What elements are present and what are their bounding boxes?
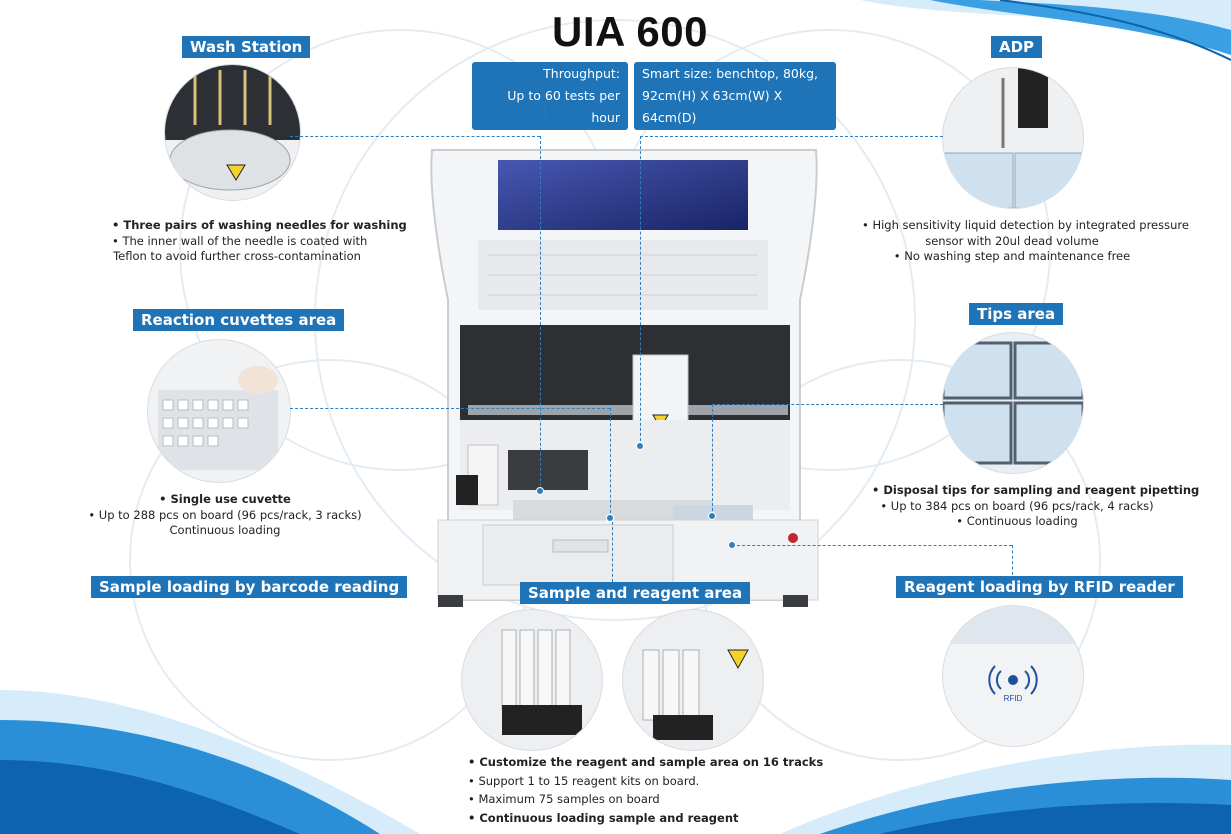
sample-reagent-tag: Sample and reagent area	[520, 582, 751, 604]
throughput-box: Throughput: Up to 60 tests per hour	[472, 62, 628, 130]
tips-area-notes: • Disposal tips for sampling and reagent…	[872, 483, 1200, 530]
cuvette-note-3: Continuous loading	[169, 523, 281, 537]
tips-area-photo	[943, 333, 1083, 473]
sample-note-4: • Continuous loading sample and reagent	[468, 810, 739, 825]
wash-note-2: • The inner wall of the needle is coated…	[112, 233, 368, 248]
reaction-cuvettes-notes: • Single use cuvette • Up to 288 pcs on …	[80, 492, 370, 539]
adp-photo	[943, 68, 1083, 208]
sample-reagent-photo-left	[462, 610, 602, 750]
size-connector-dot	[636, 442, 644, 450]
size-connector-down	[640, 136, 641, 446]
page-title: UIA 600	[551, 8, 709, 55]
reagent-rfid-tag: Reagent loading by RFID reader	[896, 576, 1183, 598]
rfid-label: RFID	[1003, 694, 1023, 703]
throughput-line2: Up to 60 tests per hour	[507, 88, 620, 125]
size-line1: Smart size: benchtop, 80kg,	[642, 66, 819, 81]
wash-connector-dot	[536, 487, 544, 495]
sample-reagent-connector	[612, 522, 613, 582]
reaction-cuvettes-photo	[148, 340, 290, 482]
tips-area-tag: Tips area	[969, 303, 1064, 325]
wash-station-photo	[165, 65, 300, 200]
throughput-line1: Throughput:	[543, 66, 620, 81]
rfid-connector	[732, 545, 1012, 546]
cuvette-note-2: • Up to 288 pcs on board (96 pcs/rack, 3…	[88, 507, 362, 522]
reagent-rfid-photo: RFID	[943, 606, 1083, 746]
cuvette-connector-dot	[606, 514, 614, 522]
wash-connector-down	[540, 136, 541, 491]
wash-station-notes: • Three pairs of washing needles for was…	[112, 218, 407, 265]
wash-connector	[290, 136, 540, 137]
size-box: Smart size: benchtop, 80kg, 92cm(H) X 63…	[634, 62, 836, 130]
sample-reagent-notes: • Customize the reagent and sample area …	[468, 755, 824, 826]
cuvette-note-1: • Single use cuvette	[159, 492, 291, 506]
wash-note-3: Teflon to avoid further cross-contaminat…	[113, 249, 361, 263]
wash-note-1: • Three pairs of washing needles for was…	[112, 218, 407, 232]
sample-note-1: • Customize the reagent and sample area …	[468, 755, 824, 769]
adp-notes: • High sensitivity liquid detection by i…	[862, 218, 1189, 265]
sample-note-2: • Support 1 to 15 reagent kits on board.	[468, 773, 700, 788]
wash-station-tag: Wash Station	[182, 36, 311, 58]
rfid-connector-dot	[728, 541, 736, 549]
tips-connector-dot	[708, 512, 716, 520]
adp-note-1: • High sensitivity liquid detection by i…	[862, 218, 1189, 232]
sample-barcode-tag: Sample loading by barcode reading	[91, 576, 408, 598]
reaction-cuvettes-tag: Reaction cuvettes area	[133, 309, 345, 331]
adp-note-3: • No washing step and maintenance free	[893, 249, 1131, 263]
size-connector	[640, 136, 943, 137]
tips-note-2: • Up to 384 pcs on board (96 pcs/rack, 4…	[880, 498, 1154, 513]
cuvette-connector-down	[610, 408, 611, 518]
tips-connector-down	[712, 404, 713, 516]
rfid-connector-down	[1012, 545, 1013, 575]
tips-note-3: • Continuous loading	[956, 514, 1078, 528]
size-line2: 92cm(H) X 63cm(W) X 64cm(D)	[642, 88, 783, 125]
adp-note-2: sensor with 20ul dead volume	[925, 233, 1099, 248]
tips-note-1: • Disposal tips for sampling and reagent…	[872, 483, 1200, 497]
throughput-connector	[545, 106, 546, 116]
cuvette-connector	[290, 408, 610, 409]
instrument-image	[430, 149, 819, 607]
tips-connector	[712, 404, 943, 405]
adp-tag: ADP	[991, 36, 1043, 58]
sample-note-3: • Maximum 75 samples on board	[468, 792, 660, 806]
sample-reagent-photo-right	[623, 610, 763, 750]
